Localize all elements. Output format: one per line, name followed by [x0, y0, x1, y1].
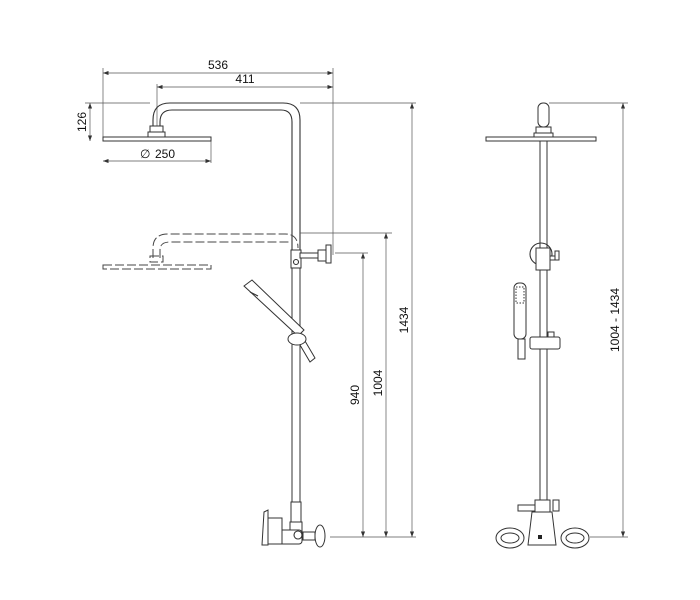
dim-arm-height-low: 1004: [371, 233, 389, 537]
dim-head-height: 126: [75, 102, 150, 141]
diameter-symbol: ∅: [140, 147, 150, 161]
shower-arm-lower: [152, 233, 299, 258]
wall-connector: [314, 524, 326, 548]
mixer-front: [495, 499, 590, 549]
dim-height-range: 1004 - 1434: [608, 103, 626, 537]
dim-label-940: 940: [348, 385, 362, 405]
top-cap: [537, 102, 550, 128]
rain-shower-head-lower: [102, 264, 212, 270]
dim-label-1004: 1004: [371, 369, 385, 396]
dim-label-range: 1004 - 1434: [608, 288, 622, 352]
riser-pipe-front: [539, 140, 548, 504]
slide-holder: [287, 332, 307, 346]
rain-shower-head-front: [485, 136, 597, 142]
dim-head-diameter: ∅ 250: [103, 141, 212, 164]
wall-bracket-arm: [299, 252, 319, 259]
mixer-valve: [261, 501, 326, 548]
dim-label-1434: 1434: [397, 306, 411, 333]
dim-wall-height: 940: [348, 253, 366, 537]
front-view: 1004 - 1434: [485, 102, 628, 549]
dim-arm-height-high: 1434: [397, 103, 415, 537]
dim-label-126: 126: [75, 112, 89, 132]
slide-holder-front: [529, 336, 561, 350]
dim-label-536: 536: [208, 58, 228, 72]
shower-arm-upper: [152, 102, 301, 250]
hand-shower-front: [513, 282, 527, 360]
dim-overall-width: 536: [102, 58, 334, 255]
riser-pipe: [291, 249, 301, 503]
dim-label-411: 411: [235, 72, 254, 86]
hand-shower: [243, 279, 316, 363]
head-nut-lower: [149, 255, 164, 263]
head-connector: [147, 131, 166, 138]
dim-arm-reach: 411: [156, 72, 333, 130]
wall-flange: [325, 244, 332, 264]
rain-shower-head: [102, 136, 212, 142]
dim-label-250: 250: [155, 147, 175, 161]
head-nut: [149, 125, 164, 133]
side-view: 536 411 126 ∅ 250: [75, 58, 416, 548]
